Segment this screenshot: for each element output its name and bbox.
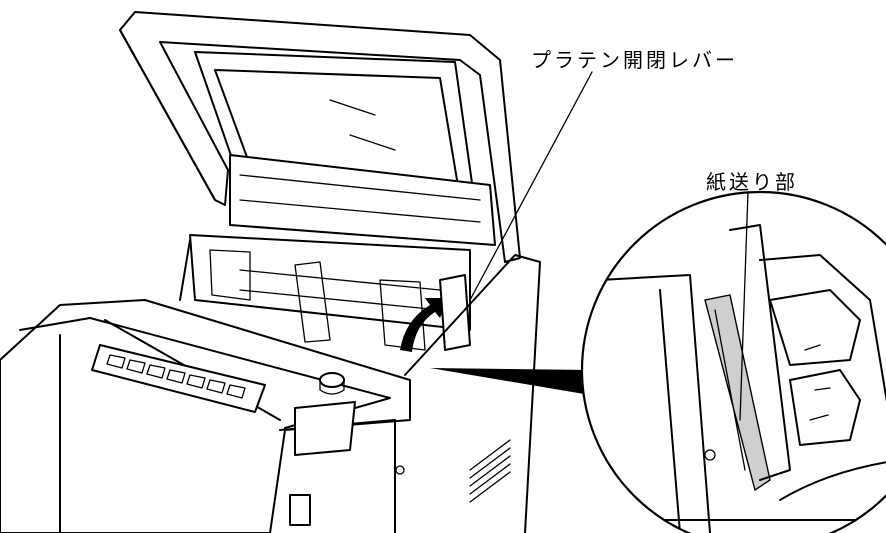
printer-interior [189,154,496,352]
zoom-connector [430,368,590,395]
platen-lever-label: プラテン開閉レバー [531,48,738,72]
paper-feed-label: 紙送り部 [706,170,798,194]
platen-lever-leader [469,71,593,301]
printer-body [0,239,541,533]
paper-feed-leader [739,191,749,421]
paper-feed-zoom [580,190,886,533]
